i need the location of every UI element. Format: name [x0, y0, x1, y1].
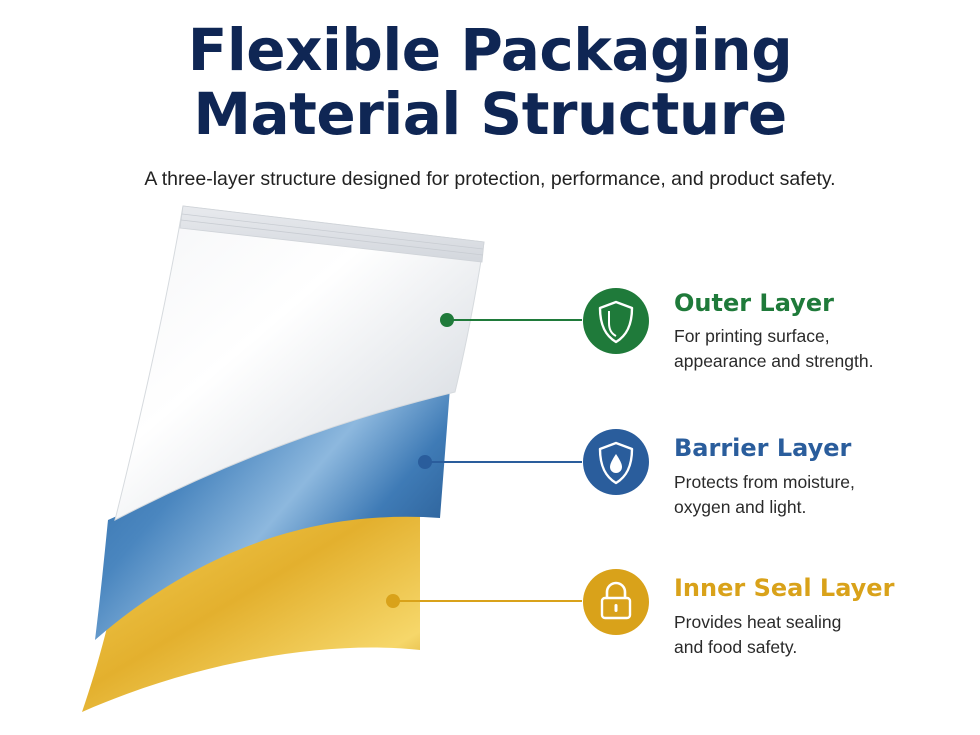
title-line-2: Material Structure	[193, 80, 787, 148]
outer-layer-desc-line-2: appearance and strength.	[674, 351, 874, 371]
barrier-layer-desc-line-1: Protects from moisture,	[674, 472, 855, 492]
barrier-layer-film	[95, 388, 450, 640]
zipper-seal-strip	[179, 205, 485, 263]
title-line-1: Flexible Packaging	[187, 16, 793, 84]
inner-seal-layer-heading: Inner Seal Layer	[674, 574, 895, 602]
outer-layer-film	[114, 205, 485, 521]
inner-seal-layer-desc-line-2: and food safety.	[674, 637, 798, 657]
inner-seal-layer-desc-line-1: Provides heat sealing	[674, 612, 842, 632]
barrier-layer-description: Protects from moisture, oxygen and light…	[674, 470, 934, 520]
barrier-layer-dot	[418, 455, 432, 469]
page-subtitle: A three-layer structure designed for pro…	[144, 168, 836, 190]
outer-layer-description: For printing surface, appearance and str…	[674, 324, 934, 374]
page-title: Flexible Packaging Material Structure	[0, 18, 980, 146]
shield-icon	[583, 288, 649, 354]
barrier-layer-desc-line-2: oxygen and light.	[674, 497, 807, 517]
inner-seal-layer-description: Provides heat sealing and food safety.	[674, 610, 934, 660]
barrier-layer-heading: Barrier Layer	[674, 434, 852, 462]
outer-layer-desc-line-1: For printing surface,	[674, 326, 830, 346]
inner-layer-dot	[386, 594, 400, 608]
shield-droplet-icon	[583, 429, 649, 495]
outer-layer-heading: Outer Layer	[674, 289, 834, 317]
padlock-icon	[583, 569, 649, 635]
outer-layer-dot	[440, 313, 454, 327]
